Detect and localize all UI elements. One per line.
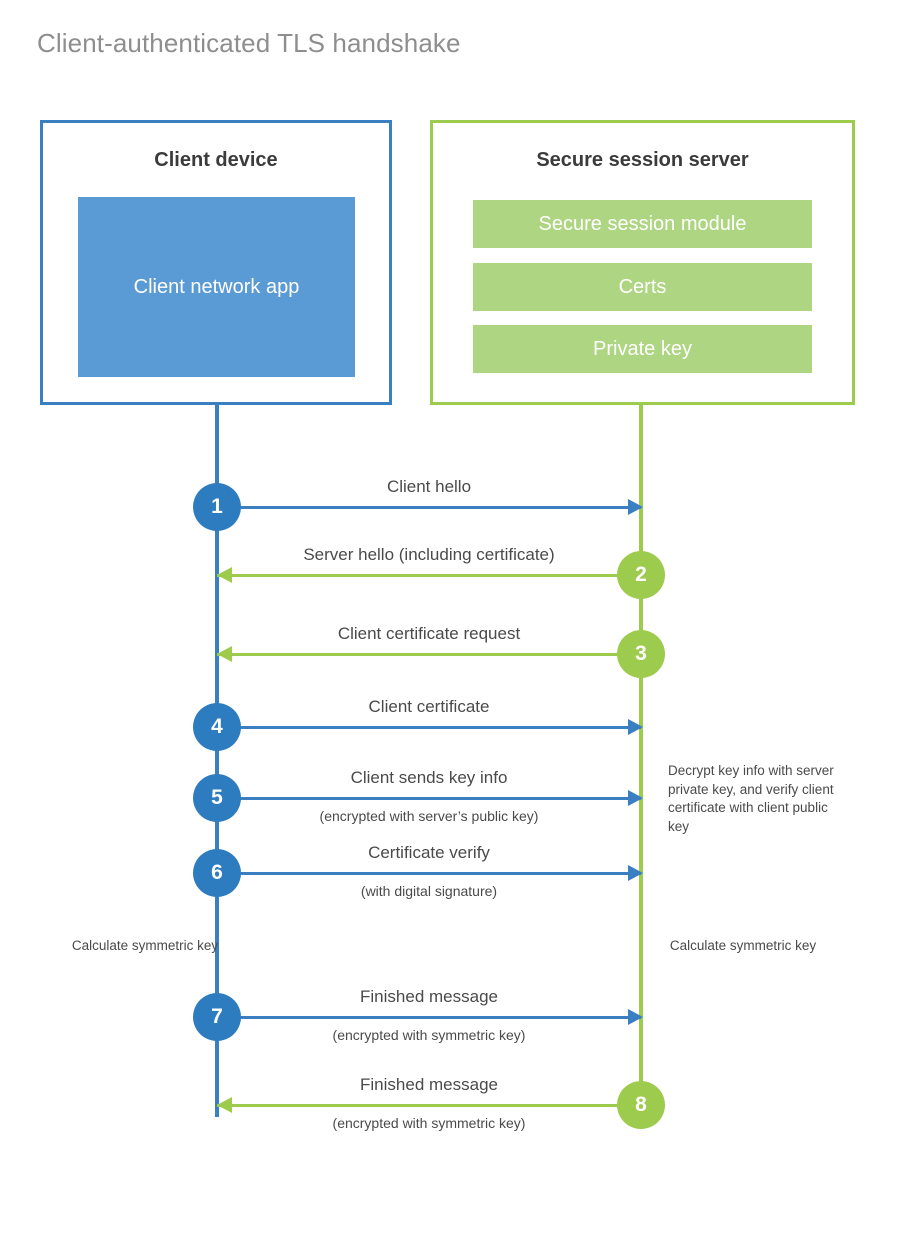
secure-session-server-box: Secure session server Secure session mod… <box>430 120 855 405</box>
step-number-badge[interactable]: 6 <box>193 849 241 897</box>
secure-session-module-block: Secure session module <box>473 200 812 248</box>
client-network-app-block: Client network app <box>78 197 355 377</box>
client-device-box: Client device Client network app <box>40 120 392 405</box>
page-title: Client-authenticated TLS handshake <box>37 28 461 58</box>
arrow-left-icon <box>217 1097 232 1113</box>
message-sublabel: (encrypted with symmetric key) <box>332 1027 526 1043</box>
arrow-left-icon <box>217 646 232 662</box>
message-label: Server hello (including certificate) <box>303 545 555 564</box>
message-sublabel: (encrypted with server’s public key) <box>319 808 539 824</box>
step-number-badge[interactable]: 3 <box>617 630 665 678</box>
message-line <box>217 653 641 656</box>
message-line <box>217 726 641 729</box>
message-line <box>217 797 641 800</box>
message-line <box>217 1016 641 1019</box>
step-number-badge[interactable]: 5 <box>193 774 241 822</box>
step-number-badge[interactable]: 2 <box>617 551 665 599</box>
message-label: Finished message <box>360 1075 498 1094</box>
message-sublabel: (with digital signature) <box>360 883 498 899</box>
arrow-right-icon <box>628 865 643 881</box>
certs-block: Certs <box>473 263 812 311</box>
secure-session-server-title: Secure session server <box>536 149 749 171</box>
message-label: Client certificate <box>368 697 490 716</box>
server-calculate-symmetric-key-note: Calculate symmetric key <box>669 938 817 953</box>
arrow-right-icon <box>628 1009 643 1025</box>
message-line <box>217 574 641 577</box>
step-number-badge[interactable]: 7 <box>193 993 241 1041</box>
arrow-right-icon <box>628 719 643 735</box>
step-number-badge[interactable]: 4 <box>193 703 241 751</box>
message-line <box>217 506 641 509</box>
step-number-badge[interactable]: 1 <box>193 483 241 531</box>
client-lifeline <box>215 405 219 1117</box>
message-label: Finished message <box>360 987 498 1006</box>
arrow-right-icon <box>628 499 643 515</box>
server-decrypt-note: Decrypt key info with server private key… <box>668 763 834 834</box>
arrow-left-icon <box>217 567 232 583</box>
client-device-title: Client device <box>154 149 278 171</box>
step-number-badge[interactable]: 8 <box>617 1081 665 1129</box>
arrow-right-icon <box>628 790 643 806</box>
client-calculate-symmetric-key-note: Calculate symmetric key <box>71 938 219 953</box>
private-key-block: Private key <box>473 325 812 373</box>
message-label: Client certificate request <box>337 624 521 643</box>
message-line <box>217 1104 641 1107</box>
message-label: Certificate verify <box>368 843 490 862</box>
message-line <box>217 872 641 875</box>
server-lifeline <box>639 405 643 1105</box>
message-sublabel: (encrypted with symmetric key) <box>332 1115 526 1131</box>
message-label: Client hello <box>386 477 472 496</box>
message-label: Client sends key info <box>350 768 508 787</box>
